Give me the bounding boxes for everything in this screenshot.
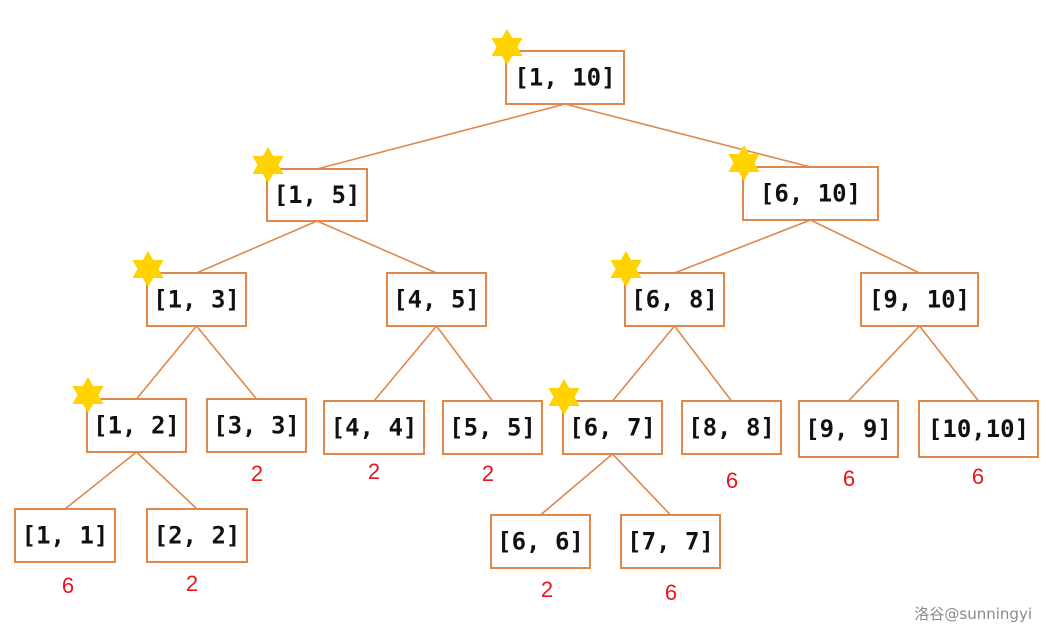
node-label: [2, 2]	[154, 522, 241, 550]
tree-node: [7, 7] 6	[620, 514, 721, 605]
node-count: 2	[541, 577, 553, 602]
node-label: [1, 1]	[22, 522, 109, 550]
node-box	[206, 398, 307, 453]
tree-node: [6, 7]	[548, 379, 663, 455]
node-box	[266, 168, 368, 222]
tree-edge	[316, 220, 437, 274]
node-count: 6	[972, 464, 984, 489]
node-label: [1, 10]	[514, 64, 615, 92]
node-box	[742, 166, 879, 221]
tree-node: [6, 10]	[728, 145, 879, 221]
tree-node: [1, 5]	[252, 147, 368, 222]
node-box	[386, 272, 487, 327]
node-label: [10,10]	[928, 415, 1029, 443]
node-count: 2	[251, 461, 263, 486]
tree-node: [4, 4] 2	[323, 400, 425, 484]
tree-edge	[847, 325, 921, 402]
node-label: [3, 3]	[213, 412, 300, 440]
tree-node: [6, 6] 2	[490, 514, 591, 602]
tree-edge	[64, 451, 137, 510]
star-icon	[252, 147, 284, 183]
star-icon	[72, 377, 104, 413]
node-count: 2	[186, 571, 198, 596]
node-count: 6	[665, 580, 677, 605]
node-label: [1, 2]	[93, 412, 180, 440]
star-icon	[610, 251, 642, 287]
node-count: 2	[482, 461, 494, 486]
node-box	[323, 400, 425, 455]
tree-node: [4, 5]	[386, 272, 487, 327]
tree-node: [6, 8]	[610, 251, 725, 327]
node-box	[14, 508, 116, 563]
tree-edge	[673, 325, 733, 402]
node-box	[681, 400, 782, 455]
node-count: 6	[843, 466, 855, 491]
node-label: [1, 3]	[153, 286, 240, 314]
tree-edge	[435, 325, 494, 402]
tree-edge	[611, 325, 676, 402]
tree-node: [1, 2]	[72, 377, 187, 453]
tree-edge	[918, 325, 980, 402]
node-box	[146, 272, 247, 327]
watermark: 洛谷@sunningyi	[914, 605, 1032, 623]
tree-node: [1, 10]	[491, 29, 625, 105]
node-box	[562, 400, 663, 455]
node-label: [9, 9]	[805, 415, 892, 443]
tree-node: [9, 10]	[860, 272, 979, 327]
node-count: 2	[368, 459, 380, 484]
node-box	[86, 398, 187, 453]
tree-edge	[539, 453, 614, 516]
tree-node: [8, 8] 6	[681, 400, 782, 493]
node-label: [6, 6]	[497, 528, 584, 556]
star-icon	[132, 251, 164, 287]
tree-node: [10,10] 6	[918, 400, 1039, 489]
tree-edge	[564, 103, 811, 168]
node-box	[620, 514, 721, 569]
tree-node: [2, 2] 2	[146, 508, 248, 596]
tree-edge	[316, 103, 566, 170]
node-label: [8, 8]	[688, 414, 775, 442]
node-box	[505, 50, 625, 105]
node-label: [6, 7]	[569, 414, 656, 442]
tree-edge	[373, 325, 438, 402]
node-label: [7, 7]	[627, 528, 714, 556]
tree-node: [9, 9] 6	[798, 400, 899, 491]
tree-edge	[810, 219, 920, 274]
star-icon	[548, 379, 580, 415]
tree-node: [1, 1] 6	[14, 508, 116, 598]
node-label: [6, 10]	[760, 180, 861, 208]
node-box	[860, 272, 979, 327]
star-icon	[728, 145, 760, 181]
node-label: [4, 4]	[331, 414, 418, 442]
tree-edge	[135, 325, 198, 400]
tree-node: [1, 3]	[132, 251, 247, 327]
node-label: [5, 5]	[449, 414, 536, 442]
node-box	[798, 400, 899, 458]
node-label: [4, 5]	[393, 286, 480, 314]
node-box	[146, 508, 248, 563]
tree-edge	[196, 220, 318, 274]
node-box	[442, 400, 543, 455]
tree-node: [5, 5] 2	[442, 400, 543, 486]
node-count: 6	[726, 468, 738, 493]
star-icon	[491, 29, 523, 65]
node-label: [1, 5]	[274, 181, 361, 209]
node-label: [9, 10]	[869, 286, 970, 314]
tree-edge	[611, 453, 672, 516]
node-label: [6, 8]	[631, 286, 718, 314]
node-box	[624, 272, 725, 327]
node-box	[490, 514, 591, 569]
node-box	[918, 400, 1039, 458]
tree-node: [3, 3] 2	[206, 398, 307, 486]
tree-edge	[135, 451, 198, 510]
tree-edge	[674, 219, 811, 274]
tree-edge	[195, 325, 258, 400]
node-count: 6	[62, 573, 74, 598]
